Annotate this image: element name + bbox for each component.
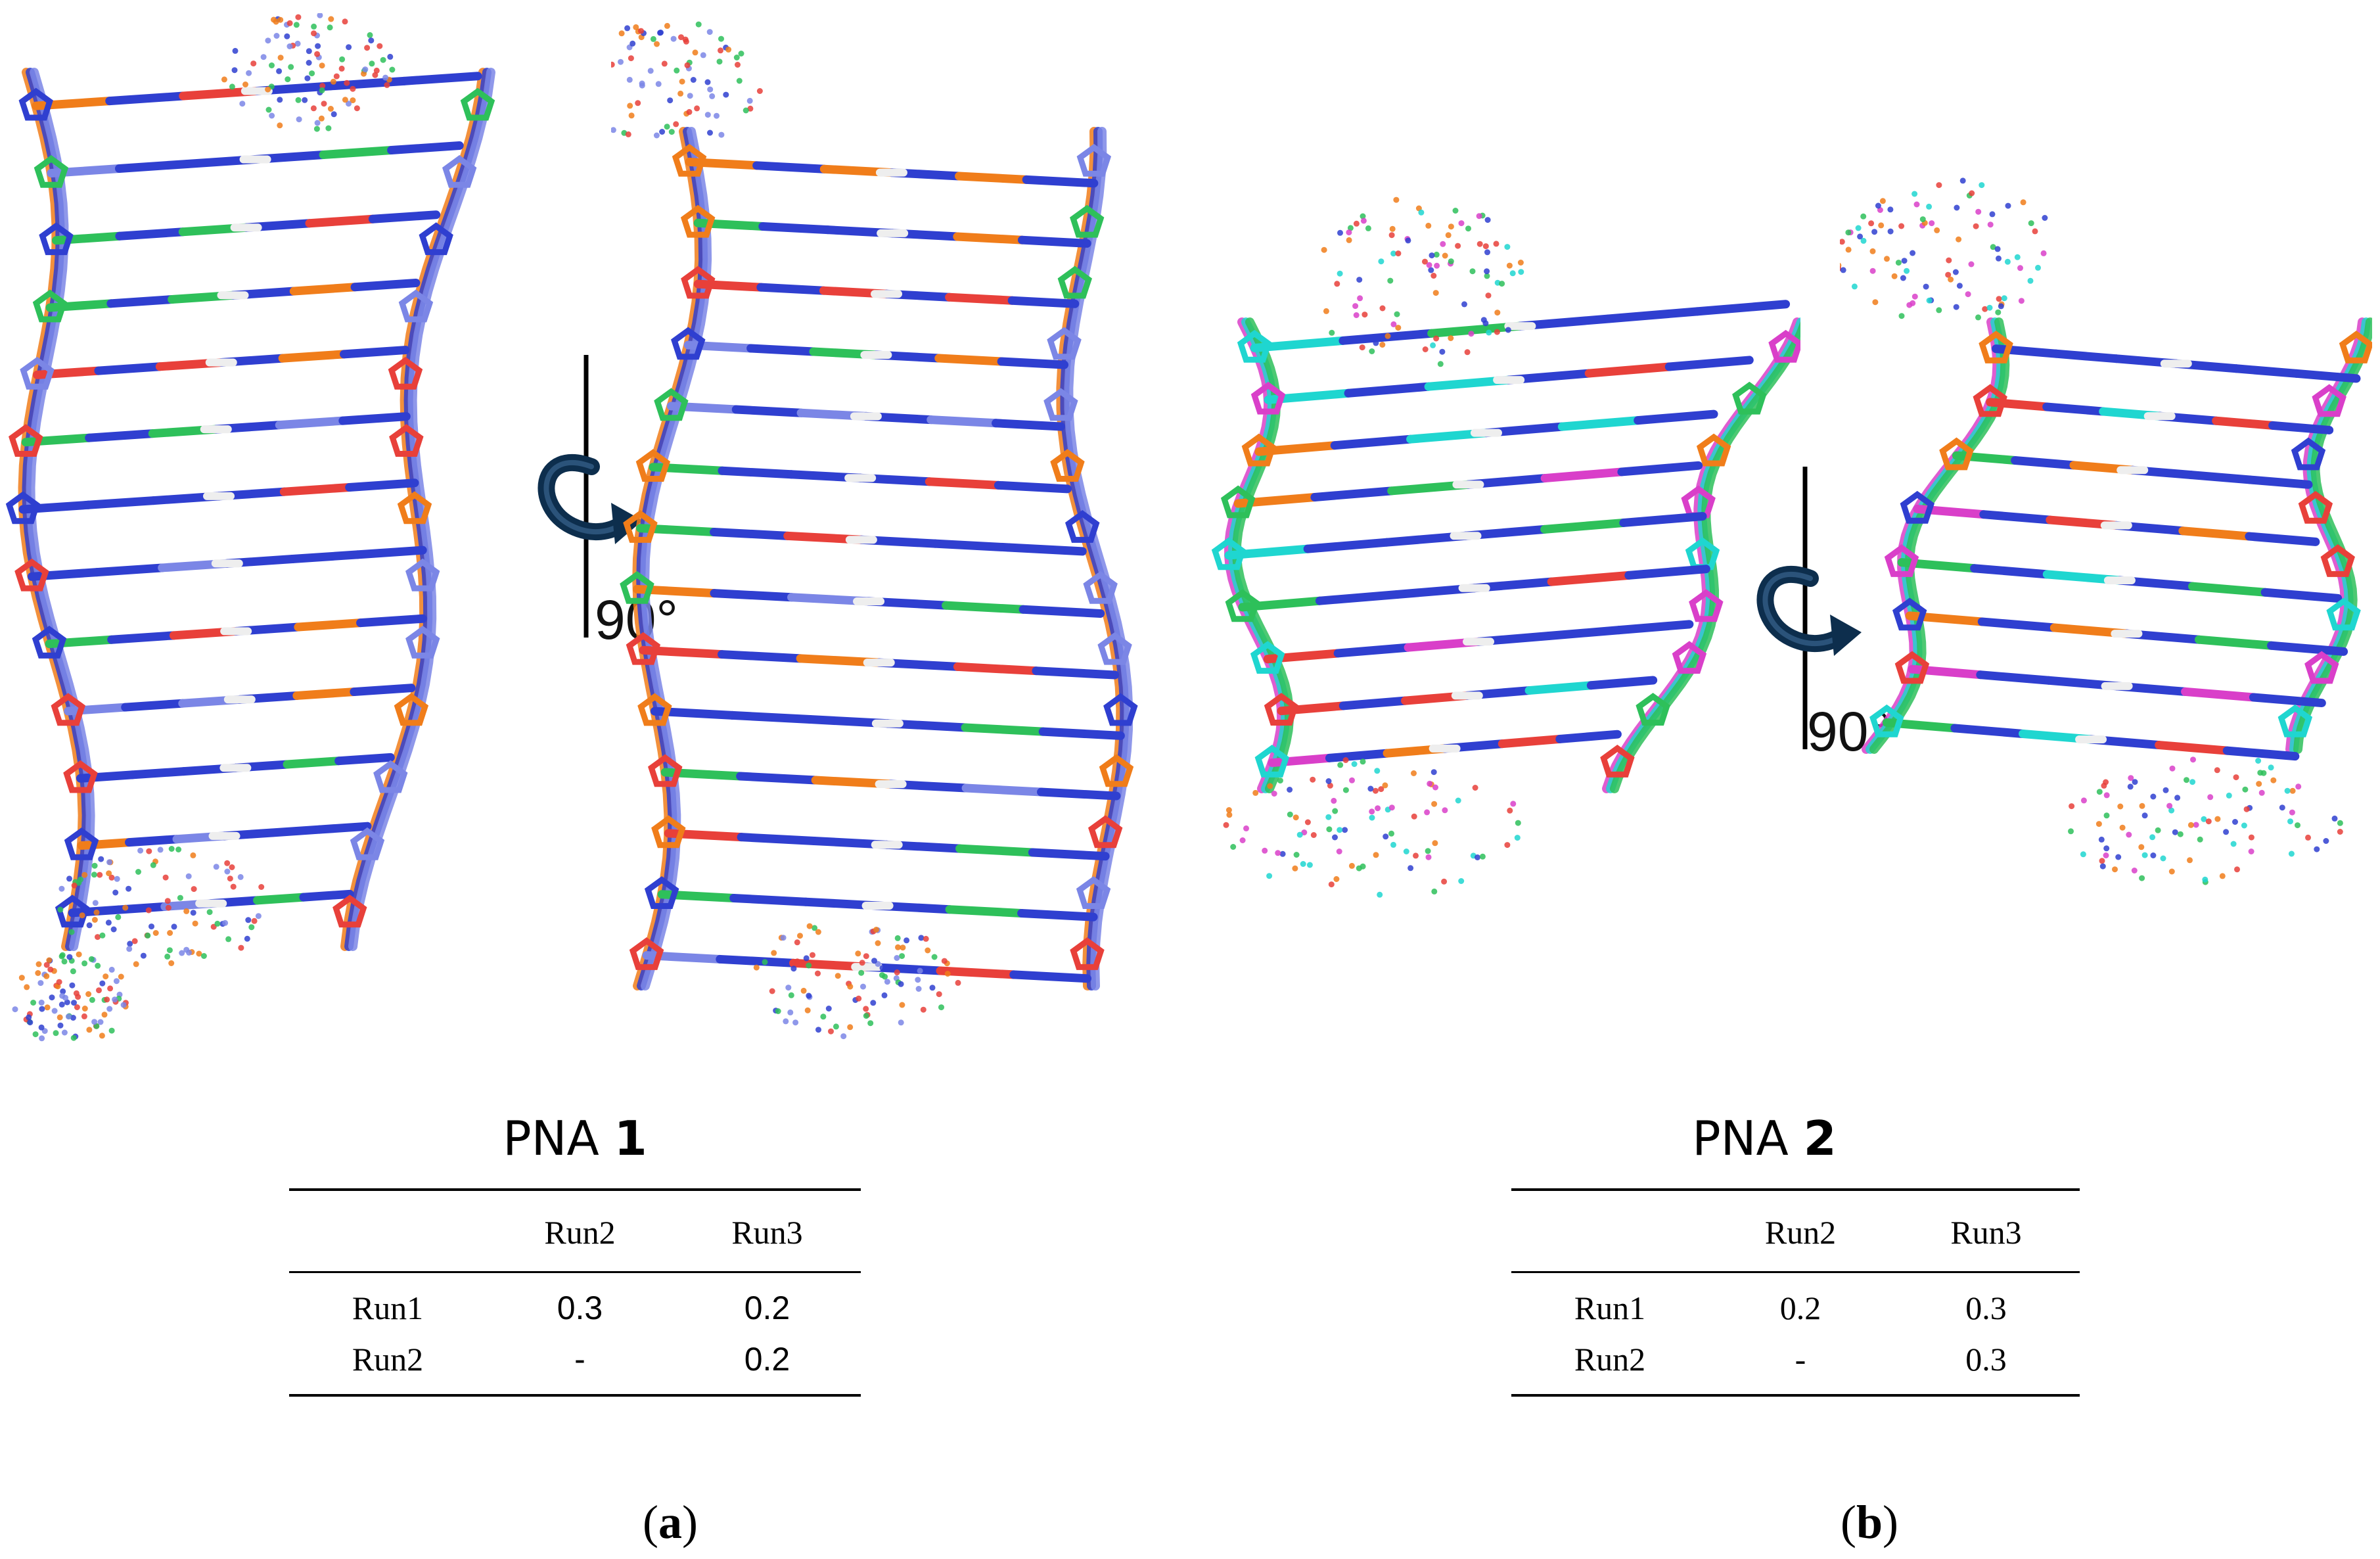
pna2-rmsd-table: Run2 Run3 Run1 0.2 0.3 Run2 - 0.3 xyxy=(1511,1188,2080,1397)
table-row: Run2 - 0.3 xyxy=(1511,1334,2080,1397)
table-row: Run2 - 0.2 xyxy=(289,1334,861,1397)
pna1-front-svg xyxy=(5,13,495,1042)
pna2-structure-view-front xyxy=(1209,171,1800,933)
pna2-side-svg xyxy=(1840,177,2372,885)
pna1-side-svg xyxy=(611,21,1138,1040)
panel-b: 90° PNA 2 Run2 Run3 Run1 0.2 0.3 Run2 - xyxy=(1183,0,2380,1559)
pna1-structure-view-front xyxy=(0,13,513,1052)
pna1-title: PNA 1 xyxy=(503,1111,647,1166)
pna2-structure-view-side xyxy=(1840,171,2372,933)
pna1-rmsd-table: Run2 Run3 Run1 0.3 0.2 Run2 - 0.2 xyxy=(289,1188,861,1397)
rotation-arrow-icon xyxy=(1745,460,1863,756)
table-row: Run1 0.2 0.3 xyxy=(1574,1290,2007,1326)
pna1-structure-view-side xyxy=(611,13,1176,1065)
panel-b-caption: (b) xyxy=(1840,1496,1898,1548)
table-row: Run1 0.3 0.2 xyxy=(352,1290,790,1326)
pna2-front-svg xyxy=(1211,197,1800,898)
table-header-row: Run2 Run3 xyxy=(1511,1188,2080,1273)
panel-a: 90° PNA 1 Run2 Run3 Run1 0.3 0.2 Run2 - xyxy=(0,0,1183,1559)
table-header-row: Run2 Run3 xyxy=(289,1188,861,1273)
panel-a-caption: (a) xyxy=(643,1496,698,1548)
pna2-title: PNA 2 xyxy=(1692,1111,1837,1166)
